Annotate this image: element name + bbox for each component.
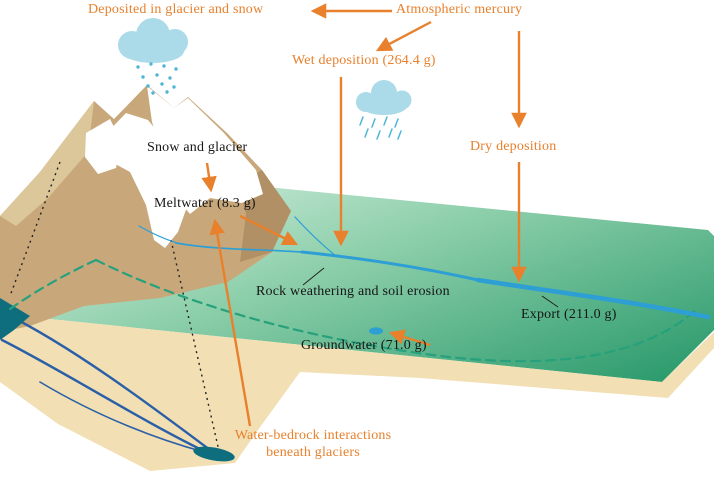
- label-export: Export (211.0 g): [521, 307, 617, 322]
- watershed-boundary-dashed-left: [4, 258, 98, 314]
- label-dry-deposition: Dry deposition: [470, 139, 557, 154]
- rainfall-icon: [359, 116, 402, 140]
- label-water-bedrock-interactions: Water-bedrock interactions beneath glaci…: [234, 428, 392, 460]
- subglacial-flow-lines: [0, 310, 212, 454]
- pointer-export: [541, 295, 559, 308]
- label-snow-and-glacier: Snow and glacier: [147, 140, 248, 155]
- foreground-ground: [0, 318, 714, 471]
- watershed-boundary-dashed-line: [94, 258, 700, 363]
- label-meltwater: Meltwater (8.3 g): [154, 196, 256, 211]
- flux-arrows: [201, 3, 527, 427]
- rain-cloud-icon: [356, 80, 412, 115]
- groundwater-spring: [369, 327, 383, 335]
- snow-cloud-icon: [118, 18, 188, 63]
- snow-patch-left: [85, 119, 121, 174]
- arrow-bedrock-to-glacier: [209, 218, 252, 427]
- arrow-snow-to-meltwater: [201, 162, 217, 193]
- label-groundwater: Groundwater (71.0 g): [301, 338, 427, 353]
- river: [138, 216, 711, 320]
- mountain-lit-face: [0, 101, 94, 226]
- arrow-atmospheric-to-wet-cloud: [375, 20, 432, 52]
- tributary-north: [294, 216, 338, 258]
- subglacial-outlet: [193, 446, 235, 462]
- pointer-rock-weathering: [302, 267, 325, 286]
- label-wet-deposition: Wet deposition (264.4 g): [292, 53, 436, 68]
- label-deposited-in-glacier: Deposited in glacier and snow: [88, 2, 264, 17]
- river-headwater: [175, 242, 303, 253]
- arrow-groundwater-to-spring: [388, 329, 431, 347]
- snowfall-icon: [136, 62, 178, 95]
- river-middle: [300, 250, 480, 282]
- glacier-tongue: [100, 113, 188, 248]
- lake-inlet-wedge: [0, 298, 30, 340]
- cross-section-dotted-line-right: [170, 239, 220, 452]
- arrow-meltwater-to-stream: [239, 214, 299, 246]
- river-lower: [475, 277, 711, 320]
- label-atmospheric-mercury: Atmospheric mercury: [396, 2, 523, 17]
- label-rock-weathering: Rock weathering and soil erosion: [256, 284, 450, 299]
- tributary-upper: [138, 225, 178, 244]
